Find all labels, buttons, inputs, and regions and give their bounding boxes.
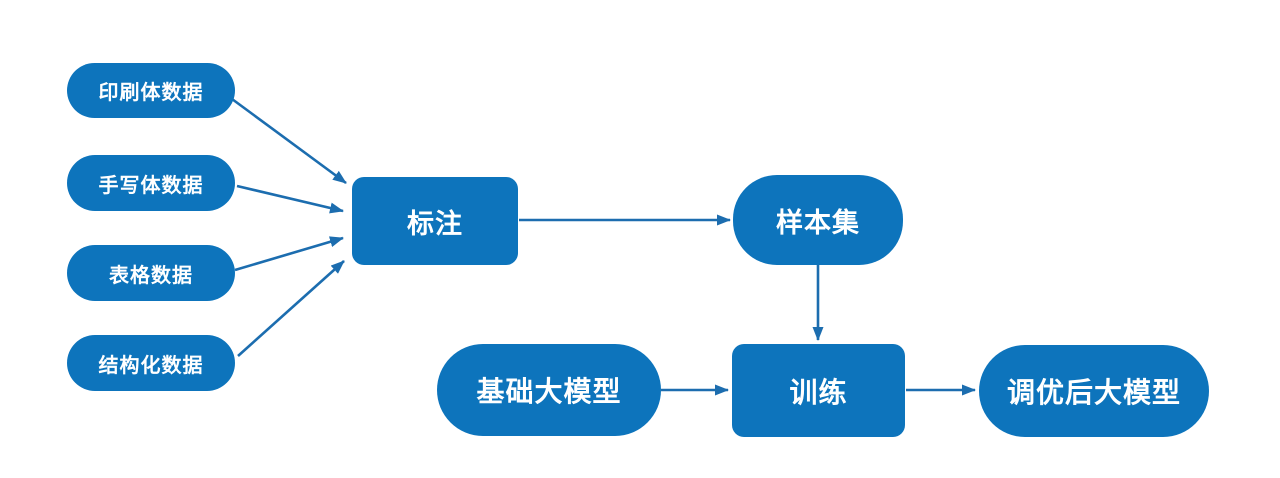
node-printed-data: 印刷体数据 <box>67 63 235 118</box>
node-sample-set: 样本集 <box>733 175 903 265</box>
edge-printed-to-annotation <box>231 97 347 185</box>
node-base-large-model: 基础大模型 <box>437 344 661 436</box>
edge-table-to-annotation <box>234 236 344 272</box>
node-training: 训练 <box>732 344 905 437</box>
node-tuned-large-model: 调优后大模型 <box>979 345 1209 437</box>
node-structured-data: 结构化数据 <box>67 335 235 391</box>
edge-structured-to-annotation <box>237 260 345 357</box>
node-table-data: 表格数据 <box>67 245 235 301</box>
node-handwritten-data: 手写体数据 <box>67 155 235 211</box>
node-annotation: 标注 <box>352 177 518 265</box>
edge-handwritten-to-annotation <box>236 184 344 214</box>
